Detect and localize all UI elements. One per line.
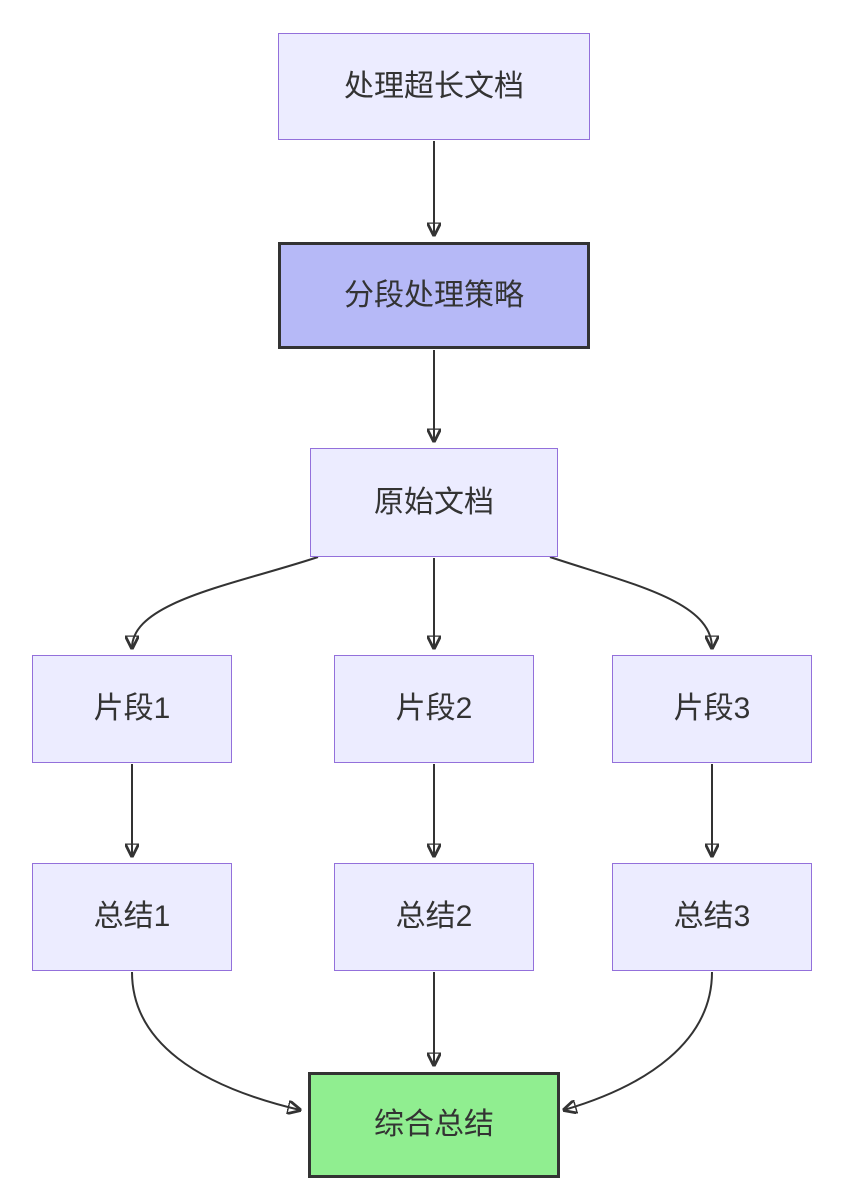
- edge-original-to-frag1: [132, 556, 319, 648]
- node-process-long-doc-label: 处理超长文档: [344, 69, 524, 103]
- node-segment-strategy-label: 分段处理策略: [344, 278, 524, 312]
- node-summary-3-label: 总结3: [673, 900, 751, 933]
- edge-sum1-to-final: [131, 971, 300, 1110]
- node-fragment-1-label: 片段1: [93, 692, 171, 725]
- node-original-doc-label: 原始文档: [374, 485, 494, 519]
- node-segment-strategy: 分段处理策略: [278, 242, 590, 349]
- node-final-summary: 综合总结: [308, 1072, 560, 1178]
- node-summary-1-label: 总结1: [93, 900, 171, 933]
- node-fragment-2: 片段2: [334, 655, 534, 763]
- node-final-summary-label: 综合总结: [374, 1108, 494, 1141]
- edge-sum3-to-final: [564, 971, 713, 1110]
- node-summary-2: 总结2: [334, 863, 534, 971]
- node-fragment-3: 片段3: [612, 655, 812, 763]
- node-fragment-2-label: 片段2: [395, 692, 473, 725]
- edge-original-to-frag3: [549, 556, 712, 648]
- node-original-doc: 原始文档: [310, 448, 558, 557]
- node-fragment-1: 片段1: [32, 655, 232, 763]
- node-process-long-doc: 处理超长文档: [278, 33, 590, 140]
- node-summary-2-label: 总结2: [395, 900, 473, 933]
- node-summary-1: 总结1: [32, 863, 232, 971]
- node-fragment-3-label: 片段3: [673, 692, 751, 725]
- node-summary-3: 总结3: [612, 863, 812, 971]
